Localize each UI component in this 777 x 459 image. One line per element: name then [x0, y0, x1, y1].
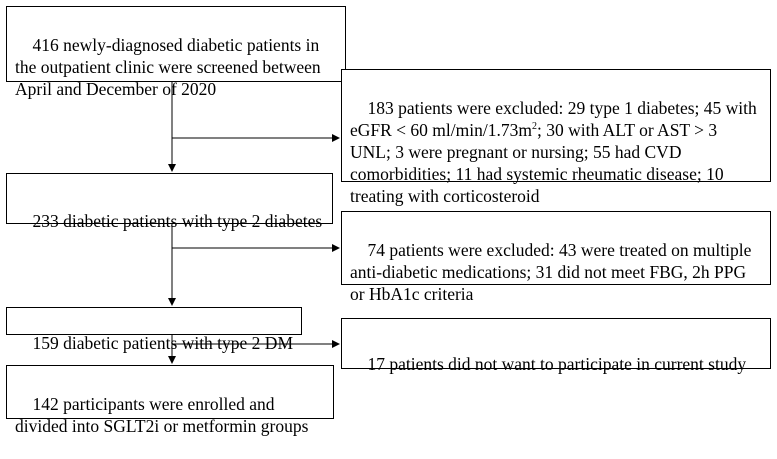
superscript-2: 2 [531, 121, 537, 133]
box-excluded-183-text-a: 183 patients were excluded: 29 type 1 di… [350, 98, 762, 140]
box-type2-233: 233 diabetic patients with type 2 diabet… [6, 173, 333, 231]
box-excluded-74: 74 patients were excluded: 43 were treat… [341, 211, 771, 304]
flowchart: 416 newly-diagnosed diabetic patients in… [6, 6, 771, 436]
box-type2dm-159-text: 159 diabetic patients with type 2 DM [32, 333, 294, 353]
box-declined-17-text: 17 patients did not want to participate … [367, 354, 747, 374]
box-declined-17: 17 patients did not want to participate … [341, 318, 771, 374]
box-type2-233-text: 233 diabetic patients with type 2 diabet… [32, 211, 323, 231]
box-enrolled-142: 142 participants were enrolled and divid… [6, 365, 334, 436]
connector-lines [168, 82, 340, 364]
box-excluded-183-text-b: ; 30 with ALT or AST > 3 UNL; 3 were pre… [350, 120, 728, 206]
box-excluded-183: 183 patients were excluded: 29 type 1 di… [341, 69, 771, 206]
box-excluded-74-text: 74 patients were excluded: 43 were treat… [350, 240, 756, 304]
box-type2dm-159: 159 diabetic patients with type 2 DM [6, 307, 302, 353]
box-screened: 416 newly-diagnosed diabetic patients in… [6, 6, 346, 99]
box-enrolled-142-text: 142 participants were enrolled and divid… [15, 394, 309, 436]
box-screened-text: 416 newly-diagnosed diabetic patients in… [15, 35, 325, 99]
